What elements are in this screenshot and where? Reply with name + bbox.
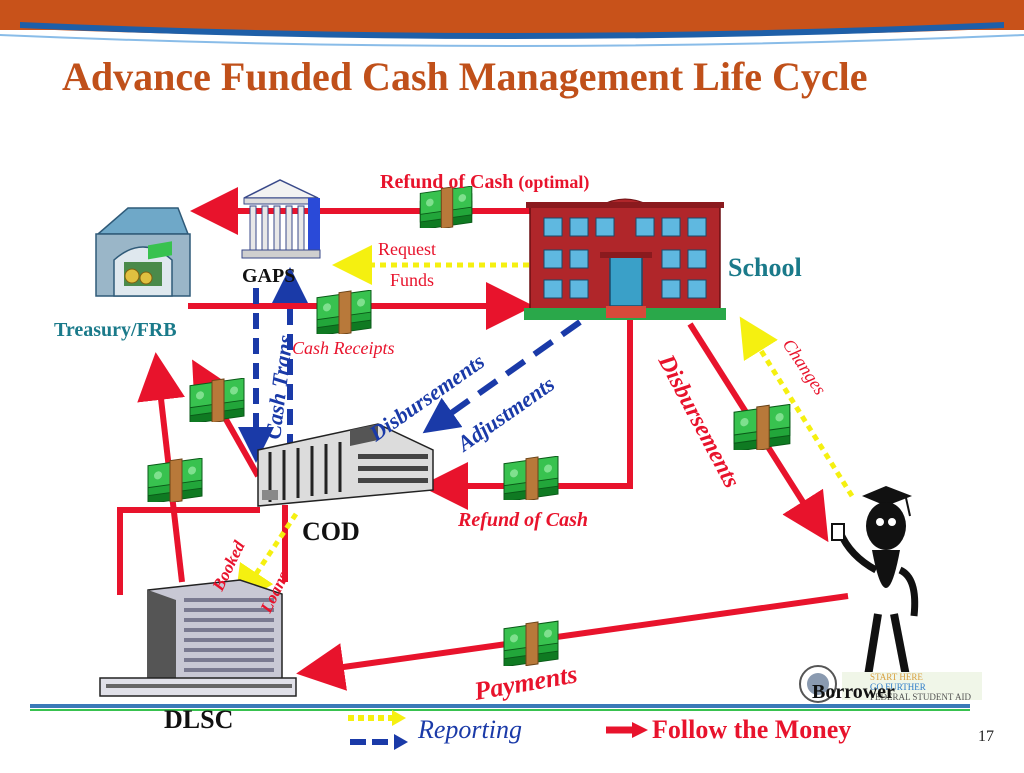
slide-title: Advance Funded Cash Management Life Cycl… bbox=[62, 54, 868, 99]
header-band bbox=[0, 0, 1024, 47]
legend-follow-money-label: Follow the Money bbox=[652, 715, 851, 744]
payments-label: Payments bbox=[471, 659, 579, 706]
refund-optimal-label: Refund of Cash (optimal) bbox=[380, 171, 589, 193]
legend-reporting-label: Reporting bbox=[417, 715, 522, 744]
disbursements-adjustments-arrow bbox=[422, 319, 582, 434]
office-building-icon bbox=[257, 423, 434, 507]
page-number: 17 bbox=[978, 728, 994, 745]
cash-receipts-label: Cash Receipts bbox=[292, 338, 394, 358]
dlsc-cod-link bbox=[117, 507, 260, 595]
school-label: School bbox=[728, 253, 802, 282]
payments-arrow bbox=[296, 593, 849, 691]
changes-arrow bbox=[739, 316, 855, 498]
request-funds-label-line2: Funds bbox=[390, 270, 434, 290]
school-building-icon bbox=[524, 198, 726, 320]
refund-cod-arrow bbox=[420, 318, 633, 510]
cod-label: COD bbox=[302, 517, 360, 546]
logo-line-2: GO FURTHER bbox=[870, 682, 926, 692]
bank-vault-icon bbox=[95, 207, 191, 297]
government-building-icon bbox=[241, 179, 321, 259]
disbursements-red-label: Disbursements bbox=[652, 350, 744, 493]
refund-cod-label: Refund of Cash bbox=[457, 509, 588, 531]
booked-loans-arrow bbox=[234, 512, 299, 607]
cash-icon-cod-treasury bbox=[189, 378, 245, 422]
cash-icon-dlsc-treasury bbox=[147, 458, 203, 502]
request-funds-label-line1: Request bbox=[378, 239, 436, 259]
borrower-label: Borrower bbox=[812, 681, 895, 703]
gaps-label: GAPS bbox=[242, 265, 295, 287]
federal-student-aid-logo: START HERE GO FURTHER FEDERAL STUDENT AI… bbox=[799, 665, 982, 703]
treasury-label: Treasury/FRB bbox=[54, 319, 177, 341]
legend: Reporting Follow the Money bbox=[348, 710, 851, 750]
logo-line-3: FEDERAL STUDENT AID bbox=[870, 692, 972, 702]
cash-icon-refund-cod bbox=[503, 456, 559, 500]
dlsc-label: DLSC bbox=[164, 705, 233, 734]
logo-line-1: START HERE bbox=[870, 672, 923, 682]
cash-icon-cash-receipts bbox=[316, 290, 372, 334]
tower-building-icon bbox=[99, 579, 297, 697]
footer-band bbox=[30, 704, 970, 711]
cash-icon-payments bbox=[503, 620, 559, 666]
graduate-figure-icon bbox=[831, 486, 922, 680]
